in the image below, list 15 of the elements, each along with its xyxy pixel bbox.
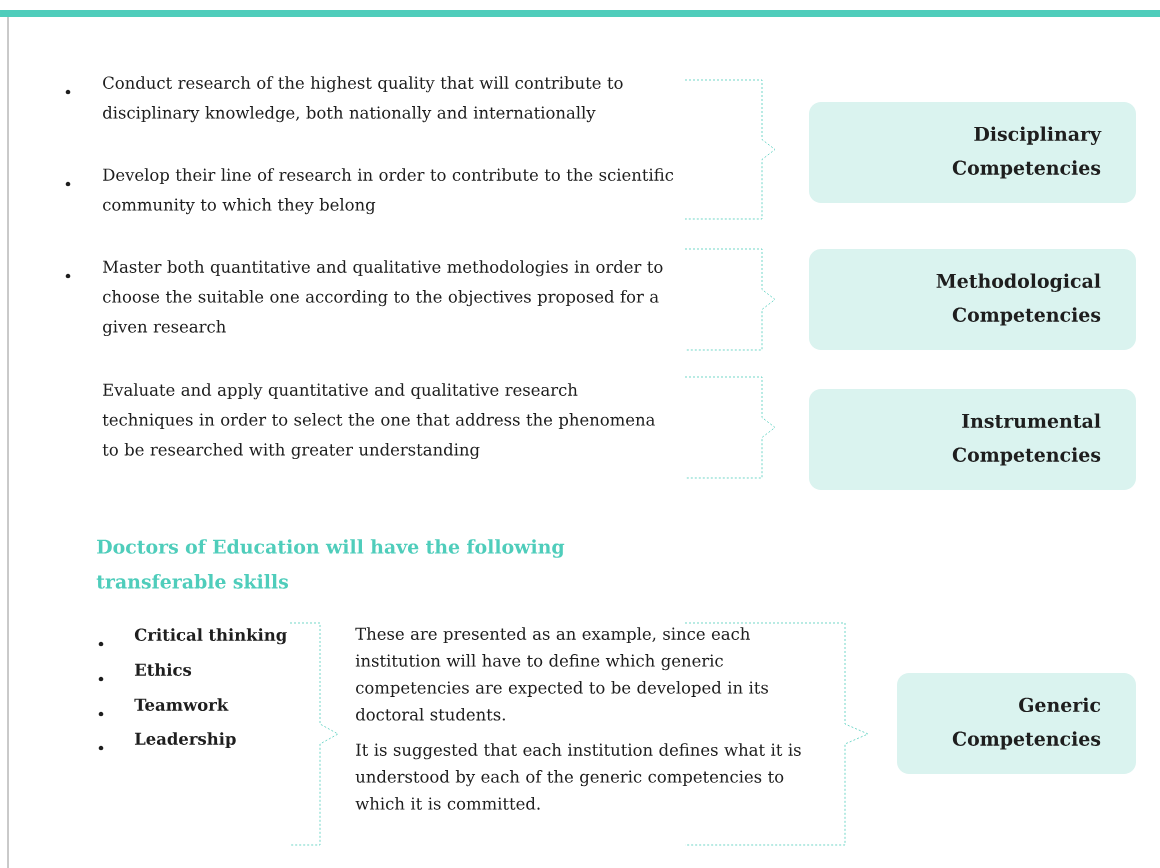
skill-item: Critical thinking [134,628,287,645]
section-heading: Doctors of Education will have the following transferable skills [96,539,565,589]
bullet-text: Develop their line of research in order to contribute to the scientific community to which they belong [103,168,674,215]
note-text: These are presented as an example, since each institution will have to define which generic competencies are expected to be developed in its doctoral students. [355,627,768,721]
note-text: It is suggested that each institution defines what it is understood by each of the generic competencies to which it is committed. [355,743,801,810]
bullet-text: Evaluate and apply quantitative and qualitative research techniques in order to select the one that address the phenomena to be researched with greater understanding [102,383,655,460]
skill-item: Ethics [134,663,192,676]
skill-item: Leadership [134,732,236,749]
competency-box: Instrumental Competencies [809,389,1136,490]
competency-box: Methodological Competencies [809,249,1136,350]
bullet-text: Master both quantitative and qualitative methodologies in order to choose the suitable one according to the objectives proposed for a given research [103,260,663,337]
bullet-text: Conduct research of the highest quality that will contribute to disciplinary knowledge, both nationally and internationally [103,76,623,123]
competency-box: Disciplinary Competencies [809,102,1136,203]
competency-box: Generic Competencies [897,673,1136,774]
skill-item: Teamwork [134,698,229,711]
